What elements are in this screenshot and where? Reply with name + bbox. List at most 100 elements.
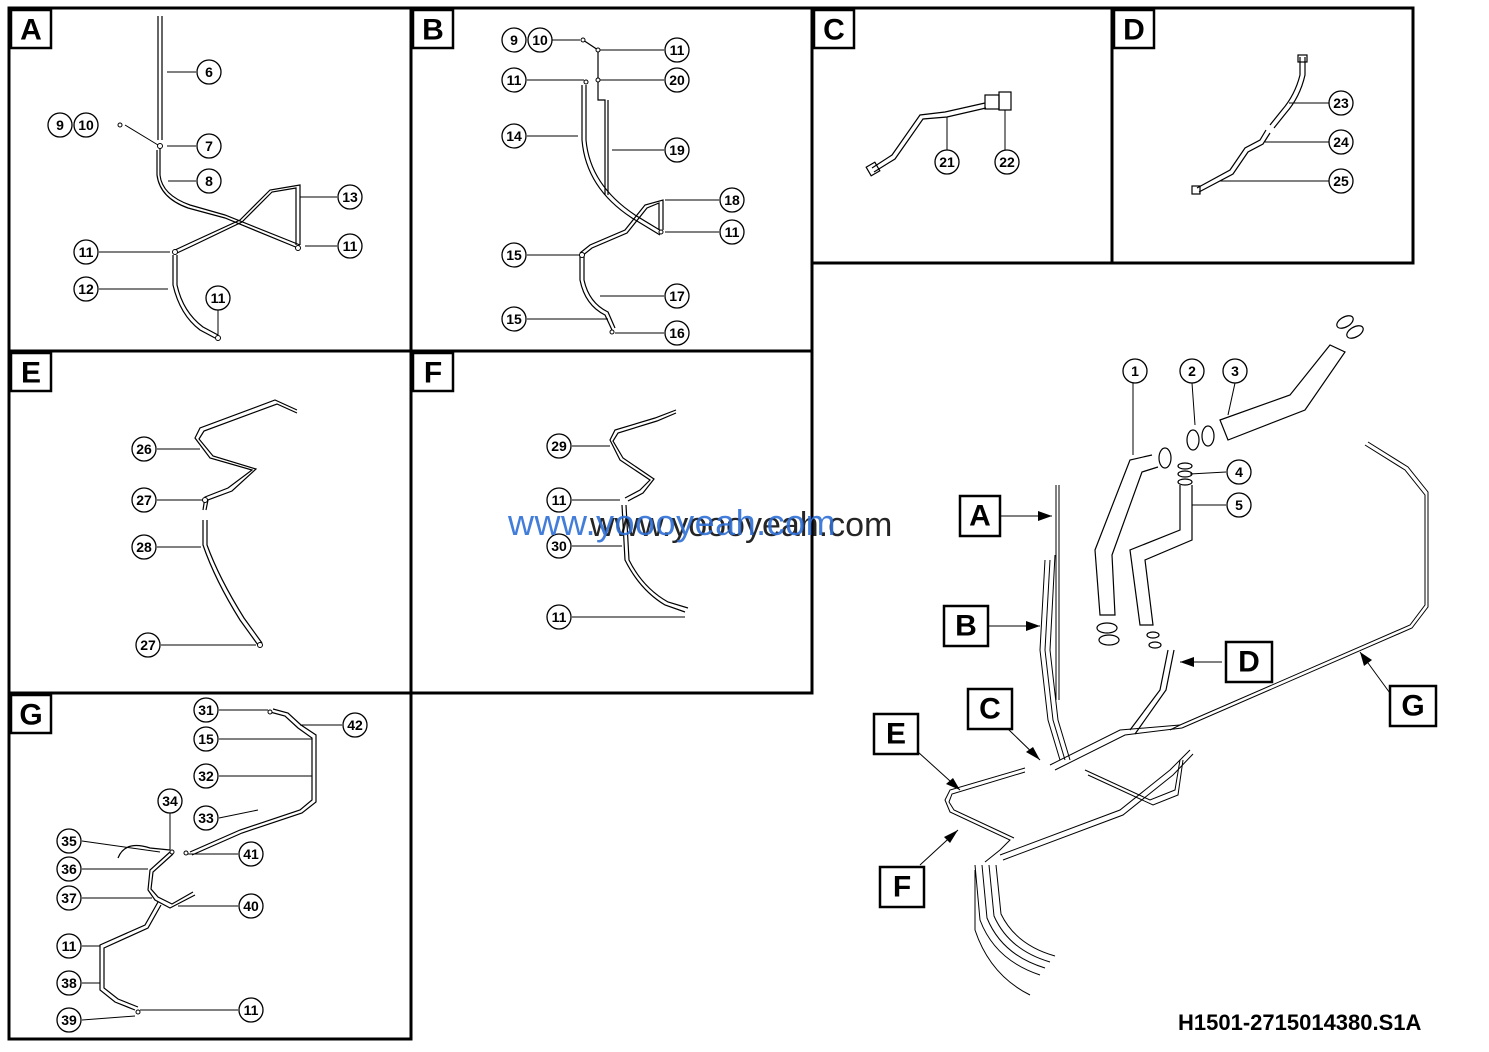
- svg-text:B: B: [955, 610, 977, 643]
- svg-text:26: 26: [136, 441, 152, 457]
- panel-F-drawing: [572, 409, 689, 618]
- svg-text:1: 1: [1131, 363, 1139, 379]
- svg-text:2: 2: [1188, 363, 1196, 379]
- svg-text:16: 16: [669, 325, 685, 341]
- callout-14: 14: [501, 123, 527, 149]
- panel-letter-E: E: [9, 351, 53, 393]
- callout-11: 11: [337, 233, 363, 259]
- svg-text:32: 32: [198, 768, 214, 784]
- panel-D-callouts: 23 24 25: [1328, 90, 1354, 194]
- callout-5: 5: [1226, 492, 1252, 518]
- svg-text:A: A: [969, 500, 991, 533]
- svg-text:D: D: [1238, 646, 1260, 679]
- callout-17: 17: [664, 283, 690, 309]
- svg-text:31: 31: [198, 702, 214, 718]
- svg-text:29: 29: [551, 438, 567, 454]
- callout-11: 11: [664, 37, 690, 63]
- callout-35: 35: [56, 828, 82, 854]
- panel-E-drawing: [157, 399, 298, 648]
- svg-text:11: 11: [343, 238, 358, 254]
- svg-text:E: E: [21, 357, 41, 390]
- svg-text:D: D: [1123, 14, 1145, 47]
- panel-G-drawing: [81, 708, 342, 1021]
- panel-letter-G: G: [9, 693, 53, 735]
- svg-text:11: 11: [79, 244, 94, 260]
- svg-text:E: E: [886, 718, 906, 751]
- callout-32: 32: [193, 763, 219, 789]
- callout-11: 11: [56, 933, 82, 959]
- callout-9: 9: [47, 112, 73, 138]
- svg-text:18: 18: [724, 192, 740, 208]
- group-label-E: E: [872, 712, 920, 756]
- callout-15: 15: [501, 306, 527, 332]
- callout-21: 21: [934, 149, 960, 175]
- callout-41: 41: [238, 841, 264, 867]
- callout-23: 23: [1328, 90, 1354, 116]
- svg-text:23: 23: [1333, 95, 1349, 111]
- callout-3: 3: [1222, 358, 1248, 384]
- callout-22: 22: [994, 149, 1020, 175]
- svg-text:7: 7: [205, 138, 213, 154]
- callout-2: 2: [1179, 358, 1205, 384]
- svg-text:21: 21: [939, 154, 955, 170]
- callout-37: 37: [56, 885, 82, 911]
- svg-text:17: 17: [669, 288, 685, 304]
- callout-20: 20: [664, 67, 690, 93]
- svg-text:22: 22: [999, 154, 1015, 170]
- svg-text:19: 19: [669, 142, 685, 158]
- callout-30: 30: [546, 533, 572, 559]
- svg-text:8: 8: [205, 173, 213, 189]
- svg-text:35: 35: [61, 833, 77, 849]
- callout-6: 6: [196, 59, 222, 85]
- group-label-D: D: [1224, 640, 1274, 684]
- callout-11: 11: [73, 239, 99, 265]
- callout-4: 4: [1226, 459, 1252, 485]
- svg-text:10: 10: [532, 32, 548, 48]
- callout-11: 11: [501, 67, 527, 93]
- group-label-G: G: [1388, 684, 1438, 728]
- callout-11: 11: [719, 219, 745, 245]
- callout-11: 11: [205, 285, 231, 311]
- svg-text:14: 14: [506, 128, 522, 144]
- callout-1: 1: [1122, 358, 1148, 384]
- svg-text:11: 11: [670, 42, 685, 58]
- svg-text:27: 27: [140, 637, 156, 653]
- panel-G-callouts: 31 42 15 32 34 33 35 41 36 37 40 11 38 3…: [56, 697, 368, 1033]
- callout-10: 10: [73, 112, 99, 138]
- panel-letter-B: B: [411, 8, 455, 50]
- panel-C-drawing: [865, 91, 1012, 177]
- panel-E-callouts: 26 27 28 27: [131, 436, 161, 658]
- panel-F-callouts: 29 11 30 11: [546, 433, 572, 630]
- svg-text:3: 3: [1231, 363, 1239, 379]
- panel-A-drawing: [99, 16, 337, 341]
- drawing-code: H1501-2715014380.S1A: [1178, 1010, 1422, 1035]
- svg-text:6: 6: [205, 64, 213, 80]
- callout-15: 15: [501, 242, 527, 268]
- callout-42: 42: [342, 712, 368, 738]
- svg-text:13: 13: [342, 189, 358, 205]
- watermark-black: www.yoooyeah.com: [590, 506, 893, 544]
- panel-letter-C: C: [812, 8, 856, 50]
- group-label-F: F: [878, 865, 926, 909]
- svg-text:10: 10: [78, 117, 94, 133]
- svg-text:5: 5: [1235, 497, 1243, 513]
- overview-callouts: 1 2 3 4 5: [1122, 358, 1252, 518]
- callout-24: 24: [1328, 129, 1354, 155]
- callout-11: 11: [546, 487, 572, 513]
- svg-text:4: 4: [1235, 464, 1243, 480]
- svg-text:41: 41: [243, 846, 259, 862]
- svg-text:F: F: [424, 357, 442, 390]
- svg-text:34: 34: [162, 793, 178, 809]
- callout-11: 11: [238, 997, 264, 1023]
- svg-text:15: 15: [198, 731, 214, 747]
- panel-B-callouts: 9 10 11 11 20 14 19 18 11 15 17 15 16: [501, 27, 745, 346]
- callout-29: 29: [546, 433, 572, 459]
- panel-letter-A-text: A: [20, 14, 42, 47]
- callout-15: 15: [193, 726, 219, 752]
- svg-text:11: 11: [507, 72, 522, 88]
- svg-text:20: 20: [669, 72, 685, 88]
- svg-text:11: 11: [552, 609, 567, 625]
- svg-text:38: 38: [61, 975, 77, 991]
- callout-12: 12: [73, 276, 99, 302]
